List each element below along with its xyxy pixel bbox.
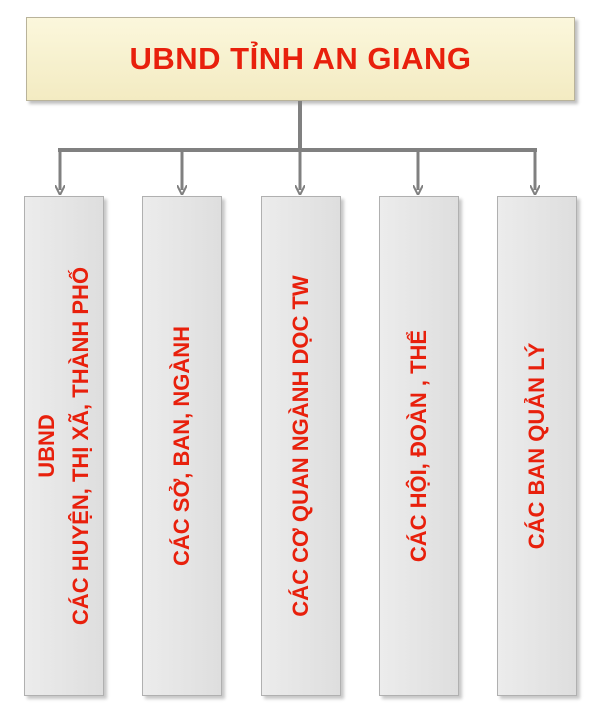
child-node-label: CÁC HỘI, ĐOÀN , THỂ: [402, 330, 436, 562]
child-node-associations: CÁC HỘI, ĐOÀN , THỂ: [379, 196, 459, 696]
child-node-line: CÁC SỞ, BAN, NGÀNH: [169, 326, 194, 566]
child-node-label: CÁC SỞ, BAN, NGÀNH: [165, 326, 199, 566]
child-node-label: CÁC BAN QUẢN LÝ: [520, 343, 554, 550]
child-node-management-boards: CÁC BAN QUẢN LÝ: [497, 196, 577, 696]
child-node-central-agencies: CÁC CƠ QUAN NGÀNH DỌC TW: [261, 196, 341, 696]
child-node-departments: CÁC SỞ, BAN, NGÀNH: [142, 196, 222, 696]
child-node-line: UBND: [34, 414, 59, 478]
child-node-line: CÁC HUYỆN, THỊ XÃ, THÀNH PHỐ: [68, 266, 93, 626]
child-node-label: UBND CÁC HUYỆN, THỊ XÃ, THÀNH PHỐ: [30, 267, 98, 625]
child-node-label: CÁC CƠ QUAN NGÀNH DỌC TW: [284, 275, 318, 616]
child-node-line: CÁC CƠ QUAN NGÀNH DỌC TW: [288, 275, 313, 617]
child-node-line: CÁC HỘI, ĐOÀN , THỂ: [406, 329, 431, 563]
root-node: UBND TỈNH AN GIANG: [26, 17, 575, 101]
child-node-line: CÁC BAN QUẢN LÝ: [524, 342, 549, 550]
root-node-title: UBND TỈNH AN GIANG: [129, 41, 472, 76]
child-node-districts: UBND CÁC HUYỆN, THỊ XÃ, THÀNH PHỐ: [24, 196, 104, 696]
